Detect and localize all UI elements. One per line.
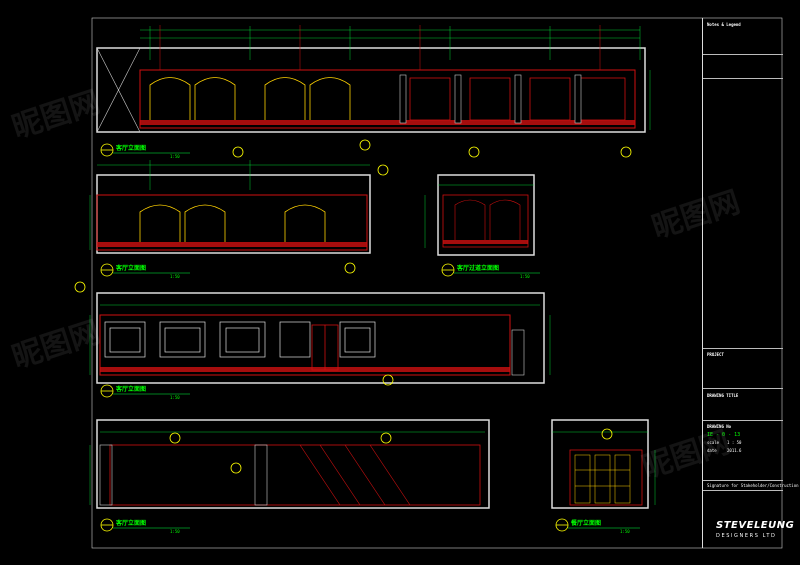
notes-legend-heading: Notes & Legend <box>707 22 741 27</box>
project-label: PROJECT <box>707 352 724 357</box>
logo-subtitle: DESIGNERS LTD <box>716 533 777 539</box>
view-scale-4: 1:50 <box>170 395 180 400</box>
title-underlines <box>113 152 640 529</box>
signature-text: Signature for Stakeholder/Construction <box>707 483 799 488</box>
elevation-view-4 <box>74 281 551 386</box>
view-title-6: 餐厅立面图 <box>571 520 602 527</box>
drawing-no-value: IE - 0 - 13 <box>707 432 741 438</box>
elevation-view-6 <box>551 419 656 509</box>
view-markers <box>100 143 569 532</box>
elevation-view-2 <box>89 160 389 274</box>
view-scale-2: 1:50 <box>170 274 180 279</box>
date-label: date <box>707 448 717 453</box>
scale-value: 1 : 50 <box>727 440 742 445</box>
view-title-5: 客厅立面图 <box>116 520 147 527</box>
date-value: 2011.6 <box>727 448 742 453</box>
view-title-4: 客厅立面图 <box>116 386 147 393</box>
title-block: Notes & Legend PROJECT DRAWING TITLE DRA… <box>702 18 799 548</box>
logo-part2: LEUNG <box>753 520 795 531</box>
view-scale-5: 1:50 <box>170 529 180 534</box>
view-scale-6: 1:50 <box>620 529 630 534</box>
view-title-1: 客厅立面图 <box>116 145 147 152</box>
company-logo: STEVELEUNG <box>716 520 794 531</box>
sheet-border <box>91 17 783 549</box>
drawing-no-label: DRAWING No <box>707 424 732 429</box>
scale-label: scale <box>707 440 720 445</box>
elevation-view-1 <box>96 25 651 158</box>
elevation-view-5 <box>89 419 490 509</box>
logo-part1: STEVE <box>716 520 754 531</box>
view-scale-1: 1:50 <box>170 154 180 159</box>
view-title-2: 客厅立面图 <box>116 265 147 272</box>
drawing-title-label: DRAWING TITLE <box>707 393 739 398</box>
elevation-view-3 <box>424 174 535 256</box>
view-title-3: 客厅过道立面图 <box>457 265 500 272</box>
view-scale-3: 1:50 <box>520 274 530 279</box>
